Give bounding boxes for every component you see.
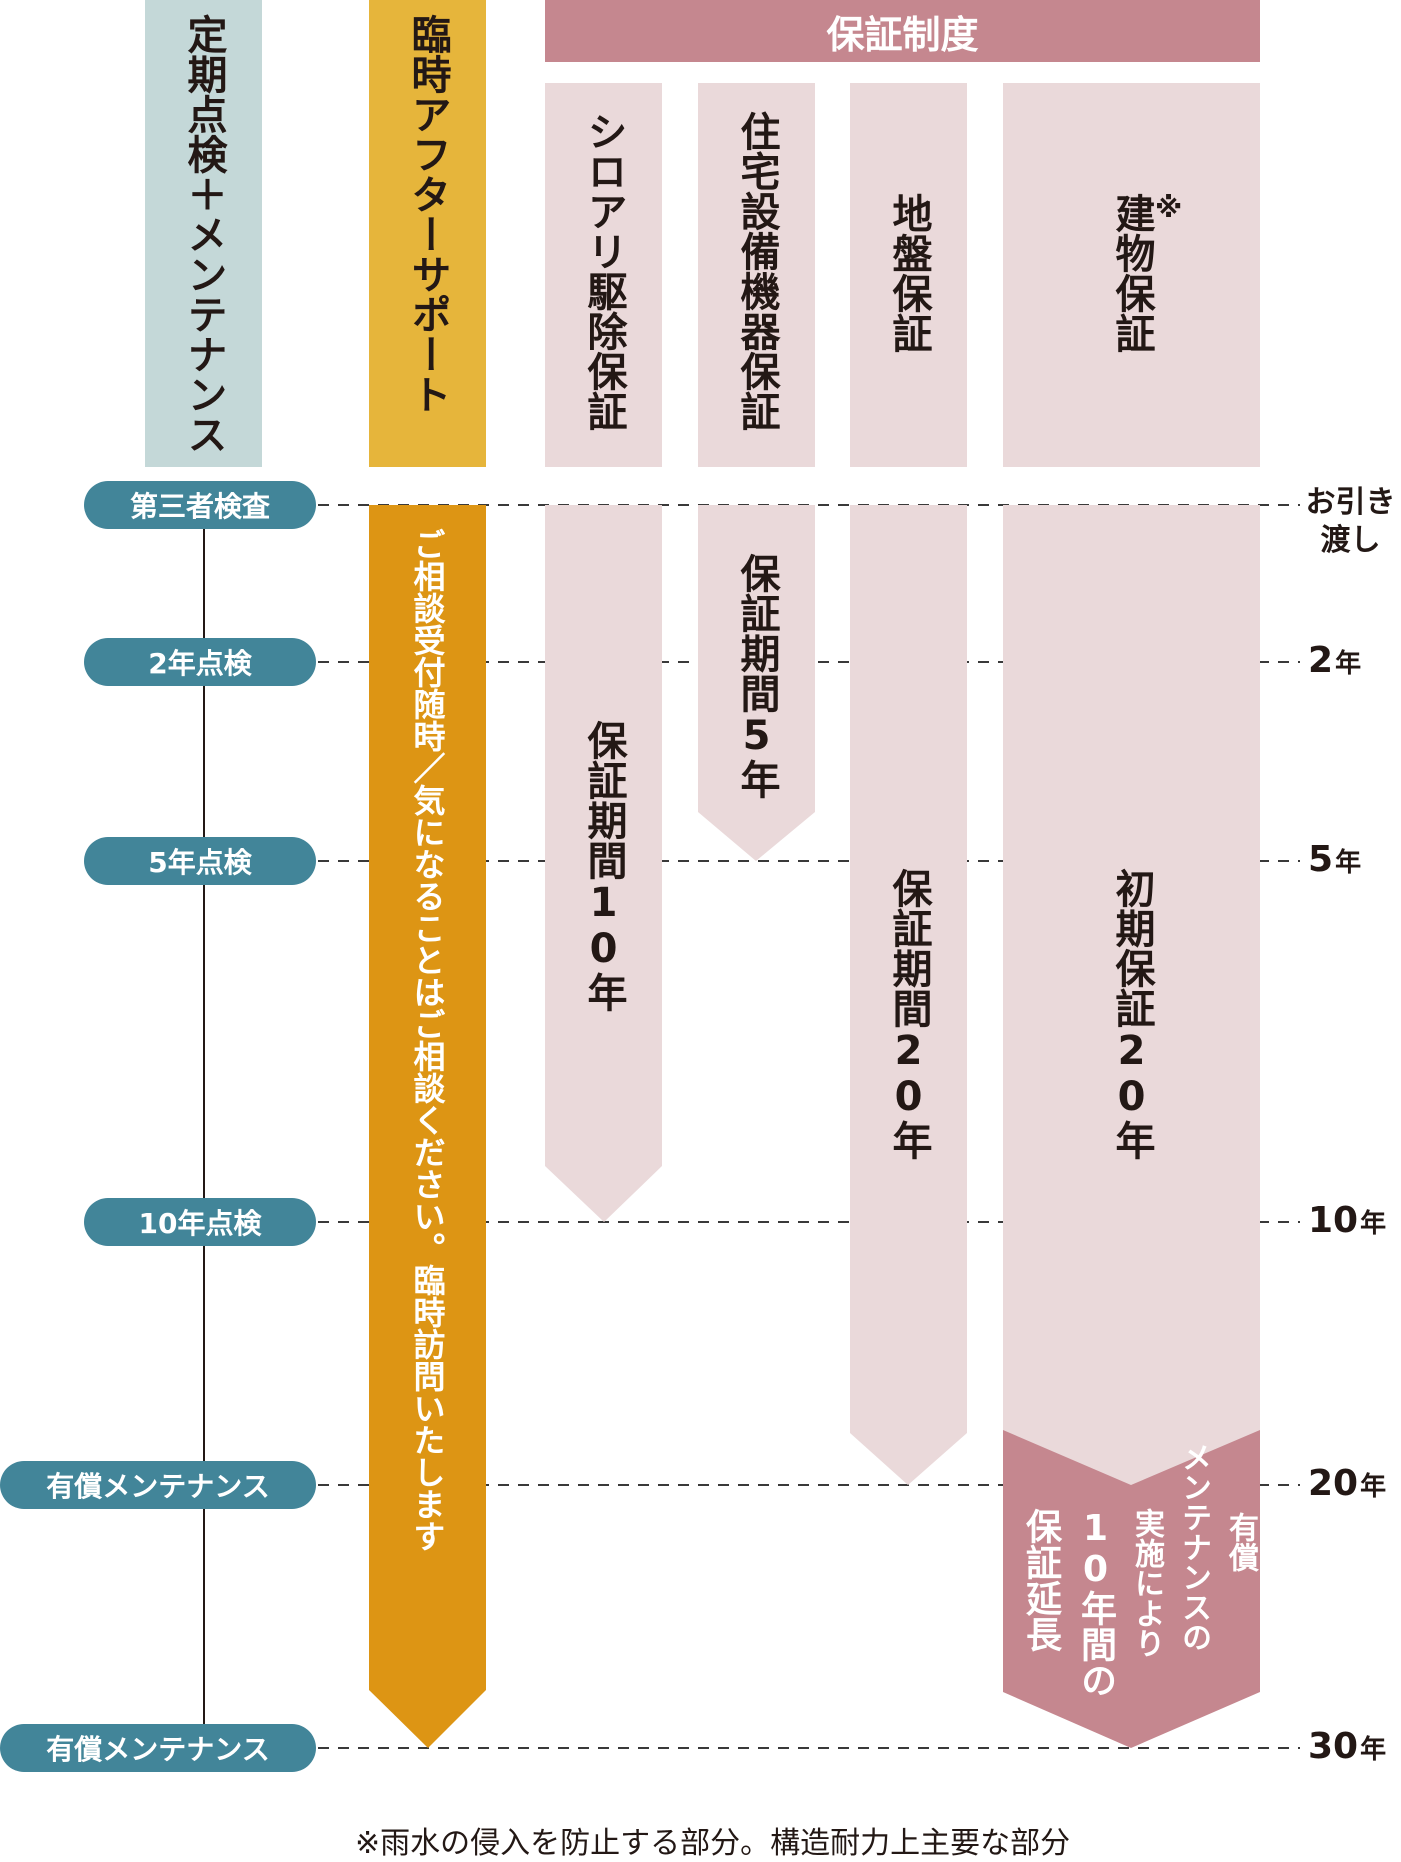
ground-header-label: 地盤保証 (885, 193, 932, 353)
year-unit: 年 (1335, 848, 1362, 878)
ground-arrow-bar (850, 505, 967, 1485)
year-unit: 年 (1360, 1735, 1387, 1765)
pill-label: 第三者検査 (129, 490, 270, 523)
building-initial-box: 初期保証20年 (1003, 868, 1260, 1160)
support-bar-text: ご相談受付随時／気になることはご相談ください。臨時訪問いたします (408, 528, 447, 1552)
equipment-header: 住宅設備機器保証 (698, 83, 815, 467)
pill-label: 2年点検 (148, 647, 252, 680)
extension-col-1: 有償 (1223, 1512, 1258, 1572)
termite-arrow-bar (545, 505, 662, 1222)
year-number: 10 (1308, 1200, 1359, 1241)
termite-period-text: 保証期間10年 (580, 720, 627, 1012)
extension-col-4: 10年間の (1075, 1508, 1116, 1698)
year-label-handover: お引き 渡し (1300, 484, 1401, 560)
pill-10-year-inspection: 10年点検 (84, 1198, 316, 1246)
building-header-label: 建物保証 (1108, 193, 1155, 353)
termite-header-label: シロアリ駆除保証 (580, 111, 627, 431)
extension-col-5: 保証延長 (1020, 1508, 1061, 1652)
inspection-header: 定期点検＋メンテナンス (145, 0, 262, 467)
year-unit: 年 (1335, 649, 1362, 679)
building-initial-text: 初期保証20年 (1108, 868, 1155, 1160)
pill-label: 有償メンテナンス (46, 1470, 270, 1503)
pill-paid-maintenance-30: 有償メンテナンス (0, 1724, 316, 1772)
support-arrow-bar (369, 505, 486, 1748)
building-extension-text: 有償 メンテナンスの 実施により 10年間の 保証延長 (1020, 1442, 1258, 1712)
year-number: 2 (1308, 640, 1334, 681)
guarantee-system-header: 保証制度 (545, 0, 1260, 62)
year-label-5: 5年 (1308, 839, 1361, 880)
year-label-30: 30年 (1308, 1726, 1386, 1767)
year-handover-line2: 渡し (1320, 523, 1381, 558)
equipment-header-label: 住宅設備機器保証 (733, 111, 780, 431)
year-handover-line1: お引き (1305, 485, 1396, 520)
year-label-20: 20年 (1308, 1463, 1386, 1504)
pill-label: 5年点検 (148, 846, 252, 879)
support-bar-text-box: ご相談受付随時／気になることはご相談ください。臨時訪問いたします (369, 528, 486, 1552)
building-footnote-mark: ※ (1155, 191, 1183, 224)
footnote: ※雨水の侵入を防止する部分。構造耐力上主要な部分 (355, 1826, 1071, 1861)
year-label-10: 10年 (1308, 1200, 1386, 1241)
termite-period-box: 保証期間10年 (545, 720, 662, 1012)
pill-third-party-inspection: 第三者検査 (84, 481, 316, 529)
inspection-header-label: 定期点検＋メンテナンス (180, 14, 227, 454)
pill-paid-maintenance-20: 有償メンテナンス (0, 1461, 316, 1509)
year-unit: 年 (1360, 1472, 1387, 1502)
year-number: 5 (1308, 839, 1334, 880)
pill-label: 有償メンテナンス (46, 1733, 270, 1766)
year-label-2: 2年 (1308, 640, 1361, 681)
year-unit: 年 (1360, 1209, 1387, 1239)
building-initial-arrow-bar (1003, 505, 1260, 1485)
pill-label: 10年点検 (138, 1207, 262, 1240)
ground-period-text: 保証期間20年 (885, 868, 932, 1160)
after-support-header: 臨時アフターサポート (369, 0, 486, 467)
after-support-header-label: 臨時アフターサポート (404, 14, 451, 414)
ground-period-box: 保証期間20年 (850, 868, 967, 1160)
equipment-period-text: 保証期間5年 (733, 553, 780, 799)
termite-header: シロアリ駆除保証 (545, 83, 662, 467)
year-number: 30 (1308, 1726, 1359, 1767)
year-number: 20 (1308, 1463, 1359, 1504)
extension-col-2: メンテナンスの (1176, 1442, 1211, 1652)
building-header: 建物保証 ※ (1003, 83, 1260, 467)
guarantee-system-header-label: 保証制度 (826, 12, 979, 57)
extension-col-3: 実施により (1129, 1508, 1164, 1658)
equipment-arrow-bar (698, 505, 815, 861)
pill-5-year-inspection: 5年点検 (84, 837, 316, 885)
pill-2-year-inspection: 2年点検 (84, 638, 316, 686)
equipment-period-box: 保証期間5年 (698, 553, 815, 799)
building-extension-arrow (1003, 1430, 1260, 1748)
ground-header: 地盤保証 (850, 83, 967, 467)
